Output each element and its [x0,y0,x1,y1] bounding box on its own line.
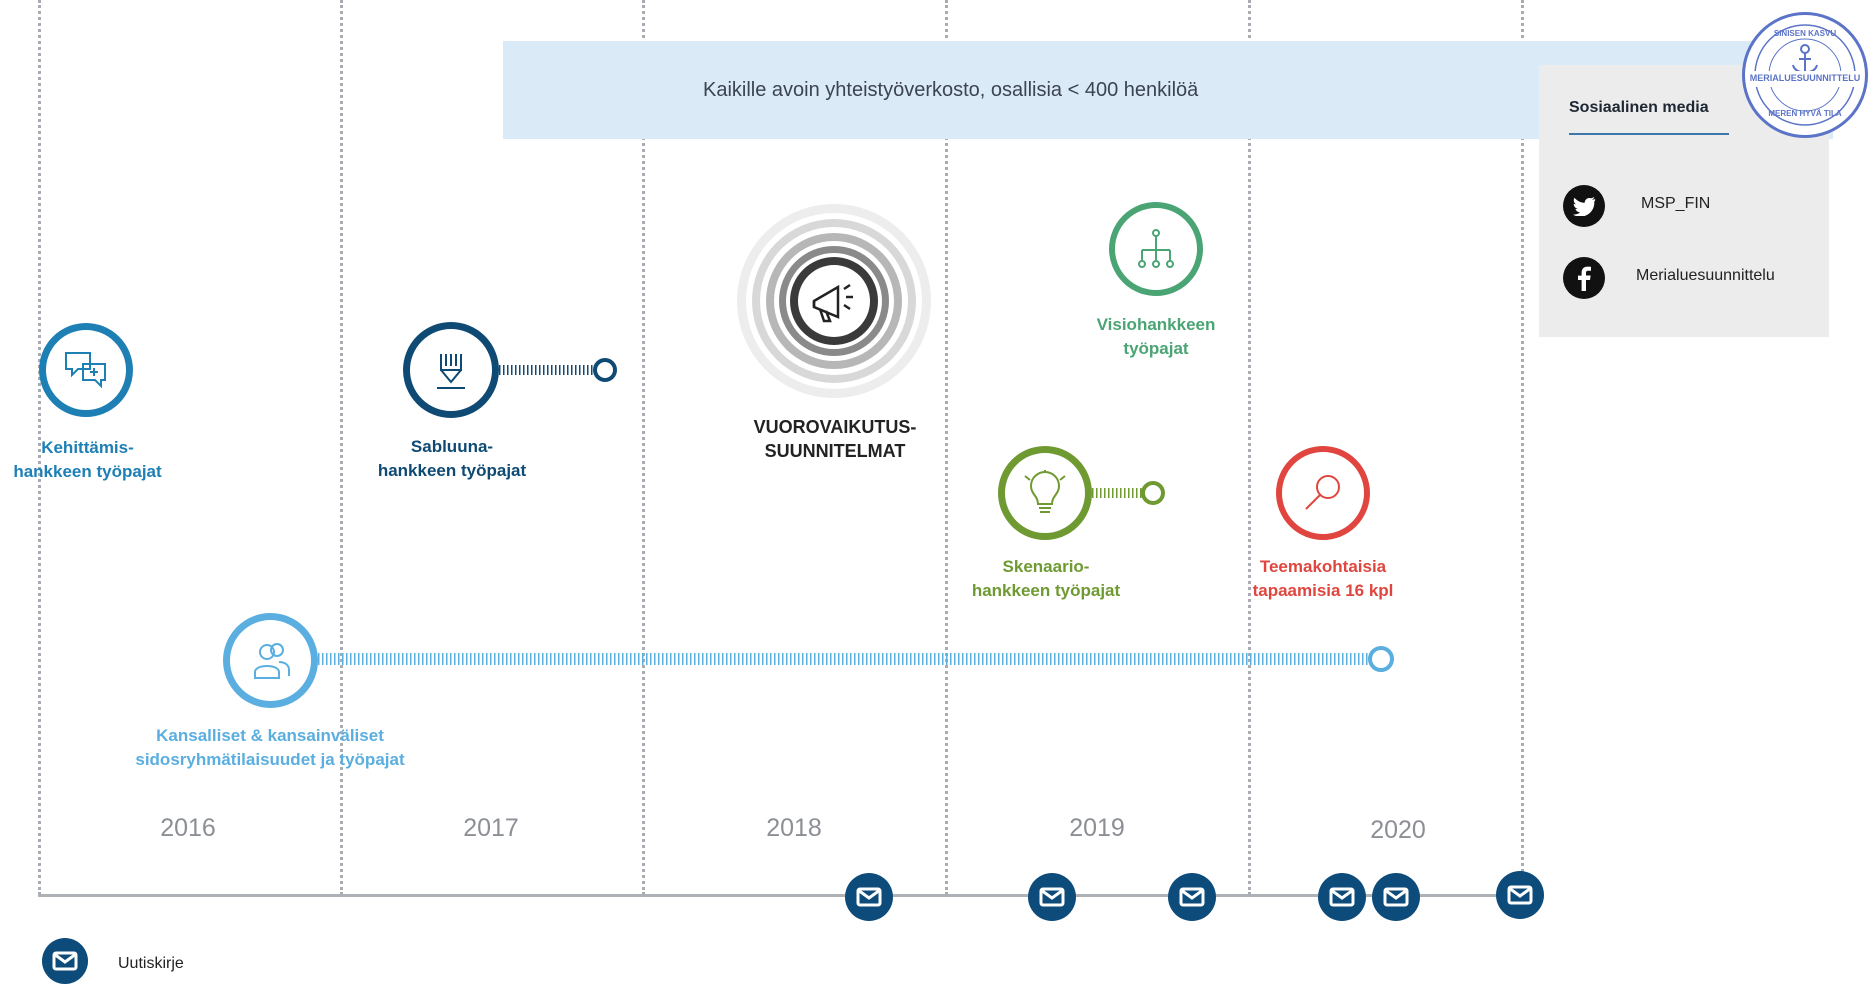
kansalliset-node [223,613,318,708]
sabluuna-label: Sabluuna- hankkeen työpajat [352,435,552,483]
people-icon [253,642,290,679]
teema-node [1276,446,1370,540]
skenaario-label-line1: Skenaario- [1002,557,1090,576]
newsletter-marker[interactable] [1496,871,1544,919]
lightbulb-icon [1024,470,1066,513]
teema-label: Teemakohtaisia tapaamisia 16 kpl [1223,555,1423,603]
twitter-icon[interactable] [1563,185,1605,227]
kansalliset-label-line2: sidosryhmätilaisuudet ja työpajat [135,750,405,769]
stamp-middle-text: MERIALUESUUNNITTELU [1749,73,1861,83]
mail-icon [1383,887,1409,907]
sabluuna-label-line1: Sabluuna- [410,437,494,456]
timeline-axis [38,894,1538,897]
newsletter-marker[interactable] [1318,873,1366,921]
mail-icon [1179,887,1205,907]
pen-nib-icon [437,354,465,389]
skenaario-node [998,446,1092,540]
year-divider [1521,0,1524,895]
year-divider [1248,0,1251,895]
skenaario-label: Skenaario- hankkeen työpajat [946,555,1146,603]
teema-label-line1: Teemakohtaisia [1259,557,1387,576]
year-label-2019: 2019 [1069,814,1125,842]
legend-mail-icon [42,938,88,984]
kansalliset-label-line1: Kansalliset & kansainväliset [156,726,384,745]
visio-label: Visiohankkeen työpajat [1056,313,1256,361]
legend-label: Uutiskirje [118,955,184,972]
kansalliset-connector-end [1368,646,1394,672]
chat-bubbles-icon [65,352,106,389]
twitter-handle[interactable]: MSP_FIN [1641,195,1711,212]
visio-label-line1: Visiohankkeen [1096,315,1216,334]
visio-node [1109,202,1203,296]
year-divider [38,0,41,895]
year-label-2018: 2018 [766,814,822,842]
magnifier-icon [1305,475,1340,510]
skenaario-label-line2: hankkeen työpajat [971,581,1121,600]
newsletter-marker[interactable] [1028,873,1076,921]
megaphone-icon [812,283,853,323]
mail-icon [1039,887,1065,907]
stamp-bottom-text: MEREN HYVÄ TILA [1768,109,1842,118]
vuorovaikutus-node [737,204,931,398]
year-divider [945,0,948,895]
newsletter-marker[interactable] [1372,873,1420,921]
visio-label-line2: työpajat [1123,339,1189,358]
vuorovaikutus-label: VUOROVAIKUTUS- SUUNNITELMAT [700,415,970,463]
social-title-underline [1569,133,1729,135]
social-title: Sosiaalinen media [1569,99,1709,116]
merialuesuunnittelu-stamp: SINISEN KASVU MERIALUESUUNNITTELU MEREN … [1742,12,1868,138]
stamp-artwork [1751,24,1859,126]
facebook-icon[interactable] [1563,257,1605,299]
newsletter-marker[interactable] [1168,873,1216,921]
mail-icon [1329,887,1355,907]
skenaario-connector-end [1141,481,1165,505]
mail-icon [52,951,78,971]
vuorovaikutus-label-line1: VUOROVAIKUTUS- [753,417,917,437]
kehittamis-label: Kehittämis- hankkeen työpajat [0,436,175,484]
kansalliset-label: Kansalliset & kansainväliset sidosryhmät… [110,724,430,772]
sabluuna-label-line2: hankkeen työpajat [377,461,527,480]
year-label-2017: 2017 [463,814,519,842]
facebook-handle[interactable]: Merialuesuunnittelu [1636,267,1775,284]
kehittamis-label-line2: hankkeen työpajat [13,462,162,481]
stamp-top-text: SINISEN KASVU [1773,29,1837,38]
kehittamis-label-line1: Kehittämis- [41,438,134,457]
mail-icon [856,887,882,907]
sabluuna-connector-end [593,358,617,382]
banner-text: Kaikille avoin yhteistyöverkosto, osalli… [703,79,1199,101]
sabluuna-node [403,322,499,418]
year-divider [642,0,645,895]
year-label-2016: 2016 [160,814,216,842]
vuorovaikutus-label-line2: SUUNNITELMAT [764,441,906,461]
kehittamis-node [39,323,133,417]
newsletter-marker[interactable] [845,873,893,921]
hierarchy-icon [1138,229,1174,268]
mail-icon [1507,885,1533,905]
teema-label-line2: tapaamisia 16 kpl [1252,581,1394,600]
year-label-2020: 2020 [1370,816,1426,844]
year-divider [340,0,343,895]
